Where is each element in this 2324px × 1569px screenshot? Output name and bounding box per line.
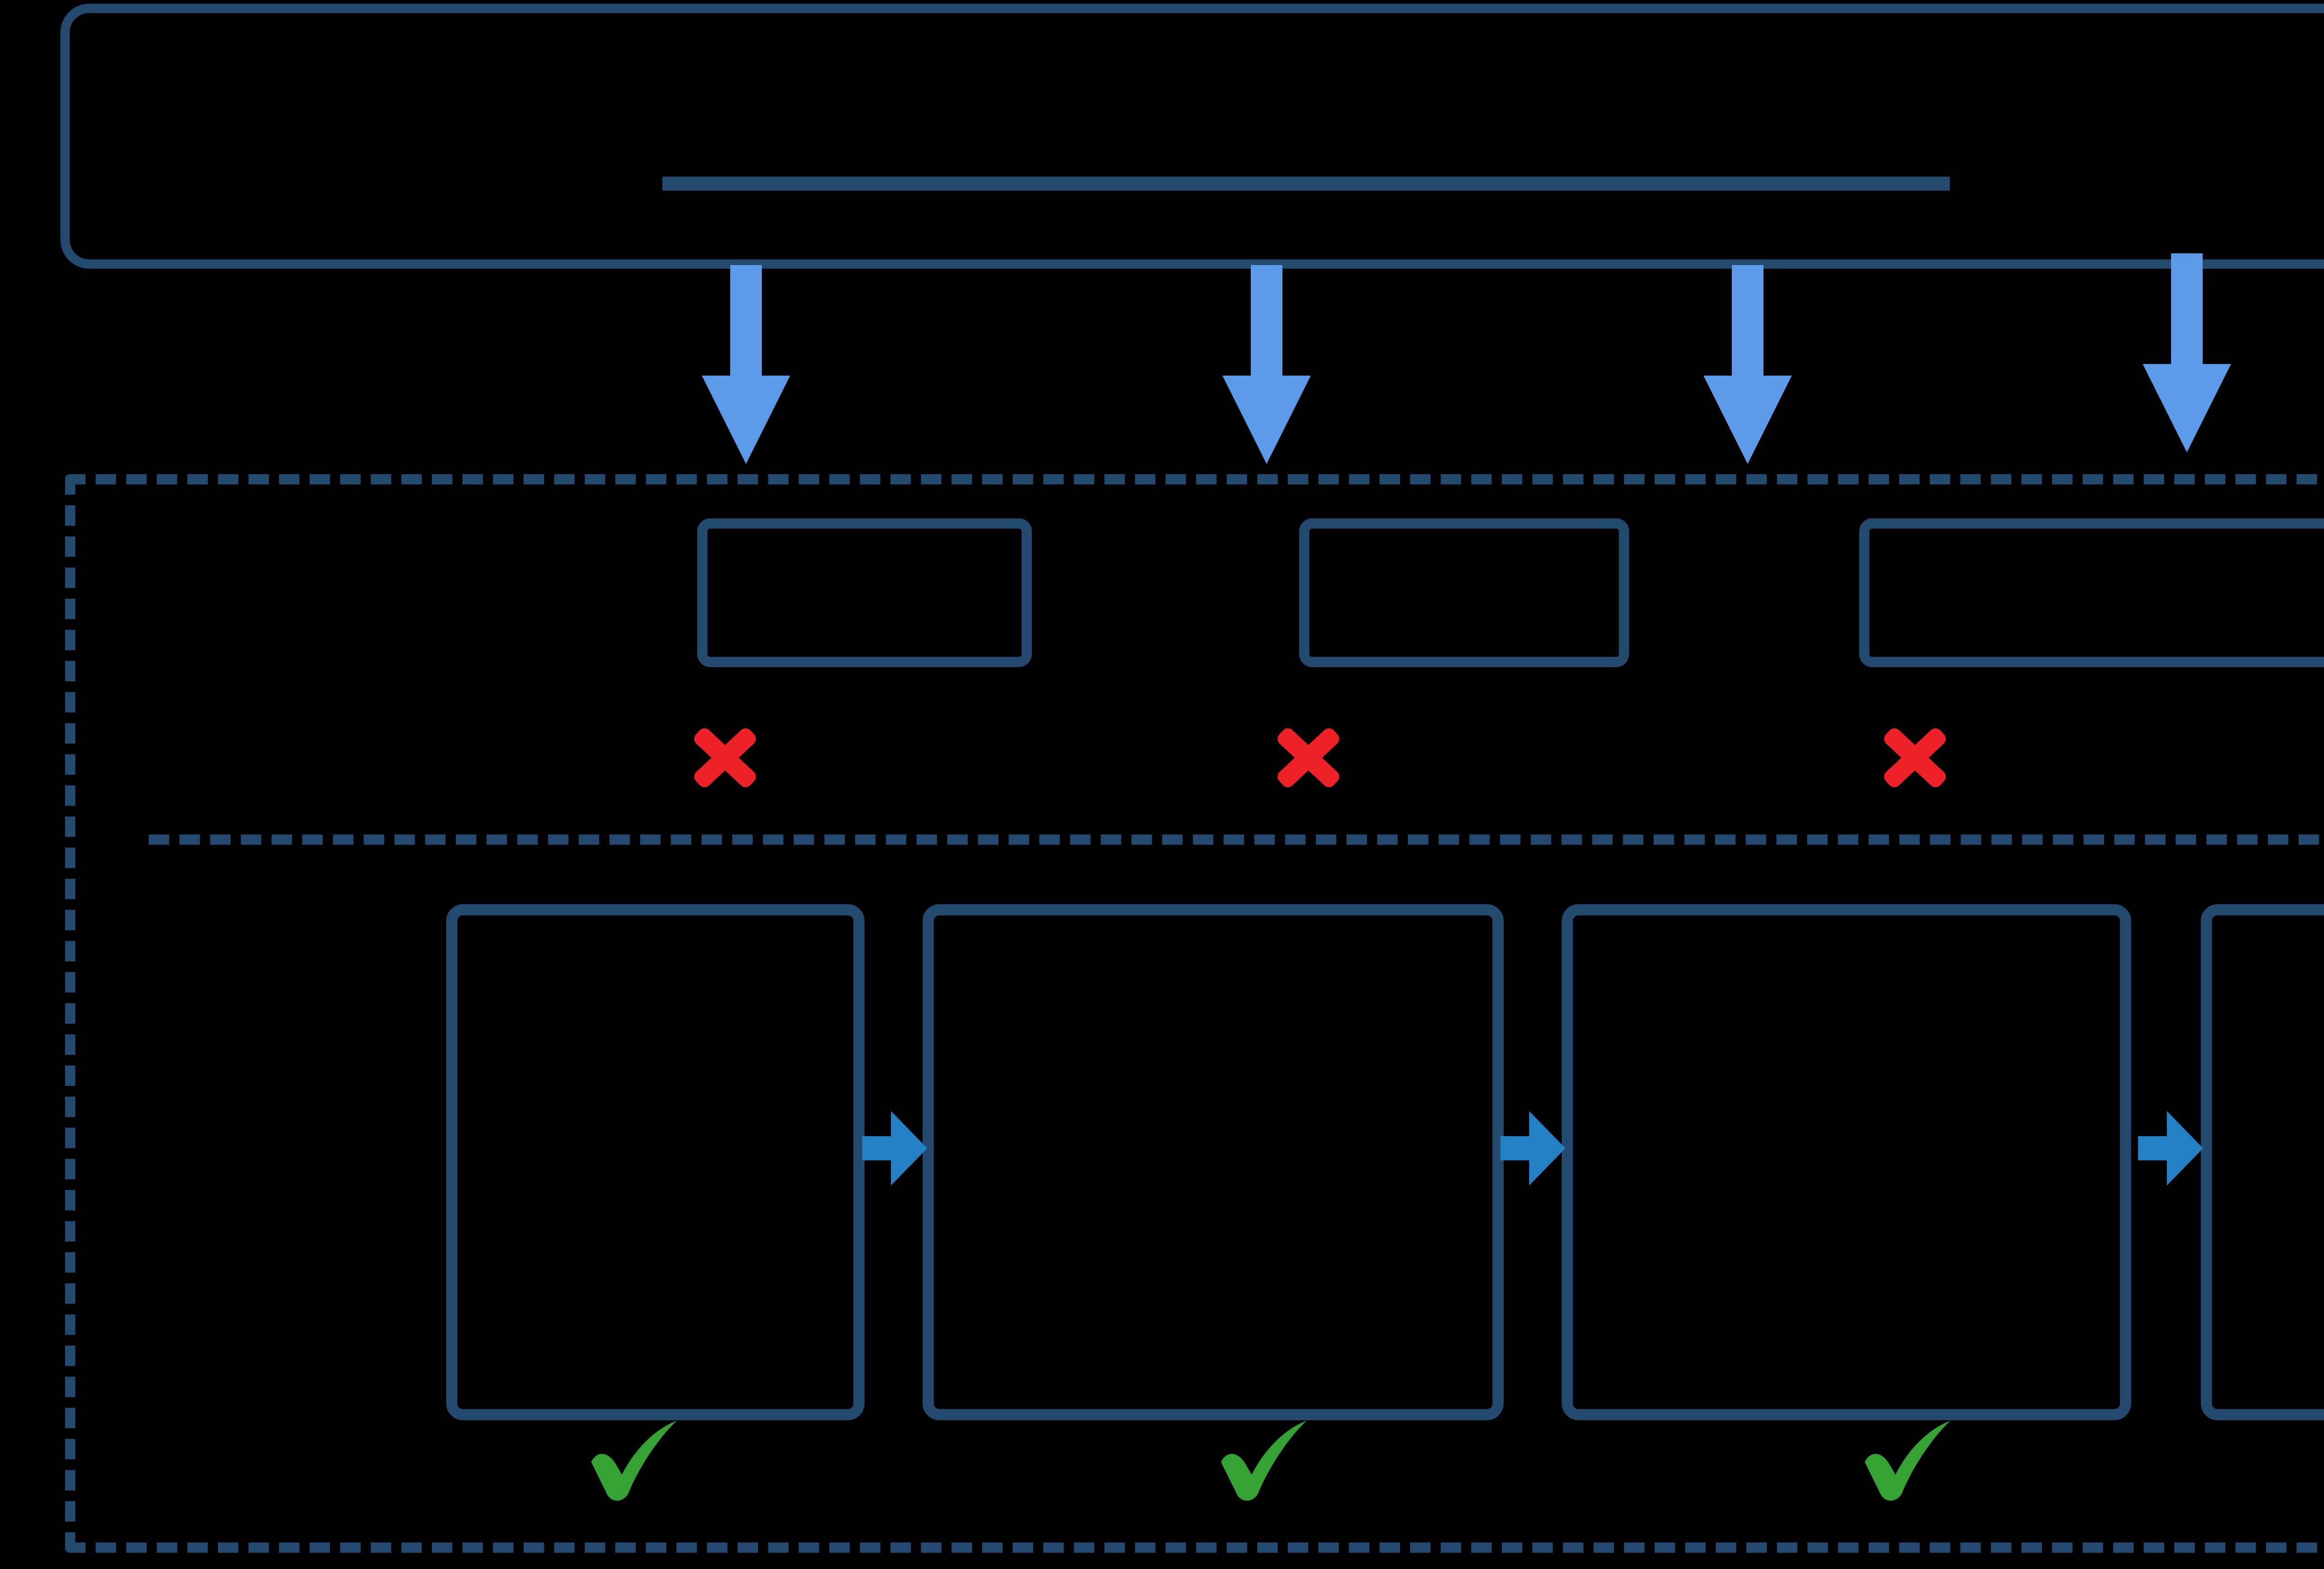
- flow-arrow-2-head: [1529, 1111, 1565, 1185]
- down-arrow-4-shaft: [2171, 253, 2203, 370]
- accepted-box-1[interactable]: [446, 904, 865, 1420]
- check-mark-icon: [1221, 1421, 1307, 1501]
- down-arrow-1-shaft: [730, 265, 762, 381]
- flow-arrow-1: [862, 1111, 927, 1185]
- accept-mark-1: [581, 1418, 693, 1506]
- accepted-box-4[interactable]: [2201, 904, 2324, 1420]
- rejected-box-3[interactable]: [1859, 518, 2324, 667]
- reject-mark-1: [686, 718, 765, 797]
- down-arrow-2-head: [1222, 376, 1311, 464]
- check-mark-icon: [591, 1421, 677, 1501]
- rejected-box-1[interactable]: [697, 518, 1032, 667]
- flow-arrow-2: [1500, 1111, 1565, 1185]
- top-container: [60, 4, 2324, 269]
- rejected-box-2[interactable]: [1299, 518, 1629, 667]
- accept-mark-3: [1855, 1418, 1966, 1506]
- reject-mark-2: [1269, 718, 1348, 797]
- down-arrow-4: [2143, 253, 2231, 453]
- down-arrow-3-head: [1703, 376, 1792, 464]
- down-arrow-2: [1222, 265, 1311, 465]
- down-arrow-4-head: [2143, 364, 2231, 452]
- accepted-box-3[interactable]: [1562, 904, 2131, 1420]
- down-arrow-1: [702, 265, 790, 465]
- flow-arrow-3-head: [2167, 1111, 2203, 1185]
- down-arrow-1-head: [702, 376, 790, 464]
- dashed-container: [65, 474, 2324, 1553]
- down-arrow-2-shaft: [1251, 265, 1282, 381]
- flow-arrow-1-head: [891, 1111, 927, 1185]
- section-divider: [149, 834, 2324, 845]
- down-arrow-3: [1703, 265, 1792, 465]
- down-arrow-3-shaft: [1732, 265, 1763, 381]
- top-container-inner-bar: [662, 177, 1950, 191]
- check-mark-icon: [1865, 1421, 1950, 1501]
- accepted-box-2[interactable]: [923, 904, 1504, 1420]
- accept-mark-2: [1211, 1418, 1322, 1506]
- flow-arrow-3: [2138, 1111, 2203, 1185]
- reject-mark-3: [1875, 718, 1954, 797]
